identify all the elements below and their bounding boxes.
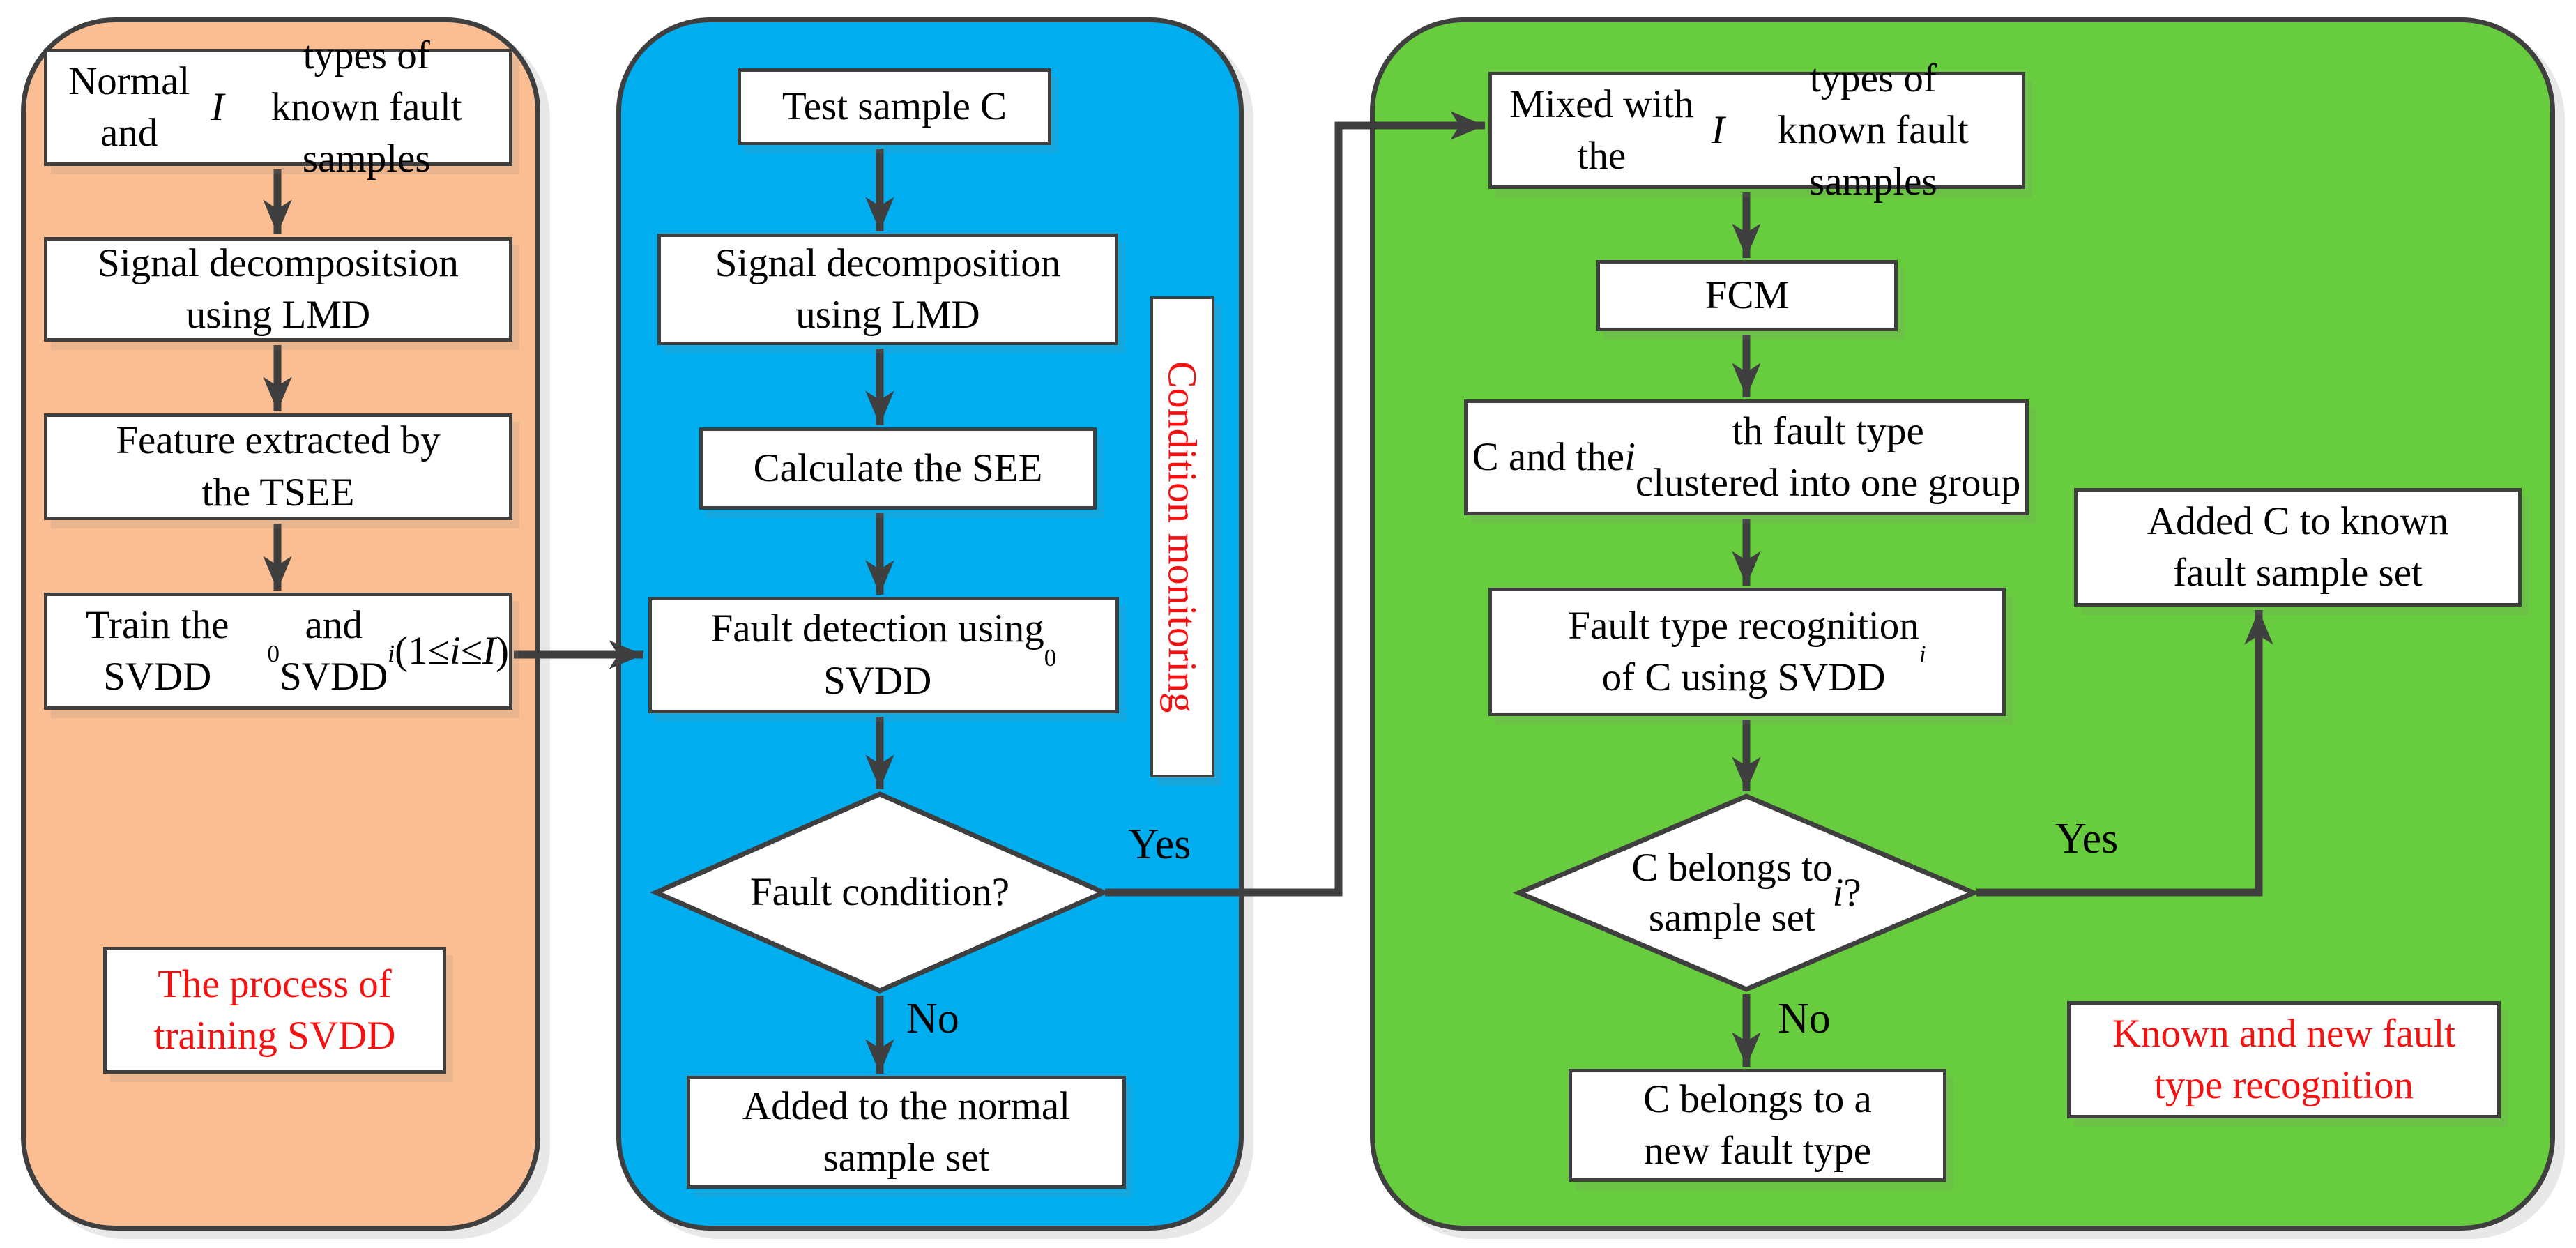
step-fcm: FCM <box>1596 260 1898 331</box>
step-test-sample: Test sample C <box>738 68 1051 145</box>
caption-condition-monitoring: Condition monitoring <box>1150 296 1214 777</box>
label-yes-recognition: Yes <box>2055 815 2119 862</box>
label-no-recognition: No <box>1778 995 1831 1042</box>
decision-diamond-shape <box>1513 793 1980 992</box>
step-calculate-see: Calculate the SEE <box>699 427 1097 510</box>
decision-fault-condition: Fault condition? <box>650 791 1110 994</box>
decision-fault-condition-label: Fault condition? <box>749 870 1010 915</box>
label-no-monitoring: No <box>906 995 959 1042</box>
label-yes-monitoring: Yes <box>1128 821 1191 868</box>
decision-diamond-shape <box>650 791 1110 994</box>
